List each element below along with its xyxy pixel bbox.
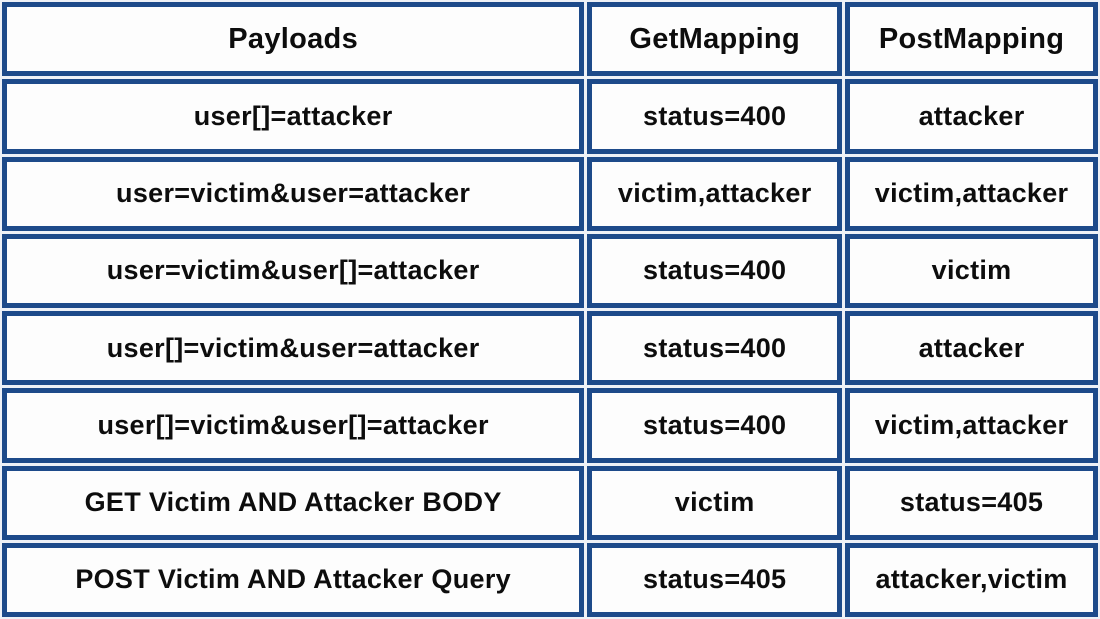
payload-cell: user=victim&user[]=attacker	[2, 233, 585, 308]
postmapping-result-cell: status=405	[845, 465, 1098, 540]
getmapping-result-cell: status=400	[587, 311, 843, 386]
postmapping-result-cell: attacker	[845, 311, 1098, 386]
payload-cell: GET Victim AND Attacker BODY	[2, 465, 585, 540]
getmapping-result-cell: status=400	[587, 388, 843, 463]
column-header-getmapping: GetMapping	[587, 2, 843, 77]
column-header-postmapping: PostMapping	[845, 2, 1098, 77]
column-header-payloads: Payloads	[2, 2, 585, 77]
getmapping-result-cell: victim,attacker	[587, 156, 843, 231]
postmapping-result-cell: attacker	[845, 79, 1098, 154]
postmapping-result-cell: victim	[845, 233, 1098, 308]
getmapping-result-cell: victim	[587, 465, 843, 540]
payload-cell: user[]=victim&user[]=attacker	[2, 388, 585, 463]
getmapping-result-cell: status=400	[587, 233, 843, 308]
payload-cell: POST Victim AND Attacker Query	[2, 542, 585, 617]
payload-cell: user[]=attacker	[2, 79, 585, 154]
payload-cell: user=victim&user=attacker	[2, 156, 585, 231]
postmapping-result-cell: victim,attacker	[845, 388, 1098, 463]
getmapping-result-cell: status=405	[587, 542, 843, 617]
postmapping-result-cell: attacker,victim	[845, 542, 1098, 617]
getmapping-result-cell: status=400	[587, 79, 843, 154]
payload-cell: user[]=victim&user=attacker	[2, 311, 585, 386]
postmapping-result-cell: victim,attacker	[845, 156, 1098, 231]
